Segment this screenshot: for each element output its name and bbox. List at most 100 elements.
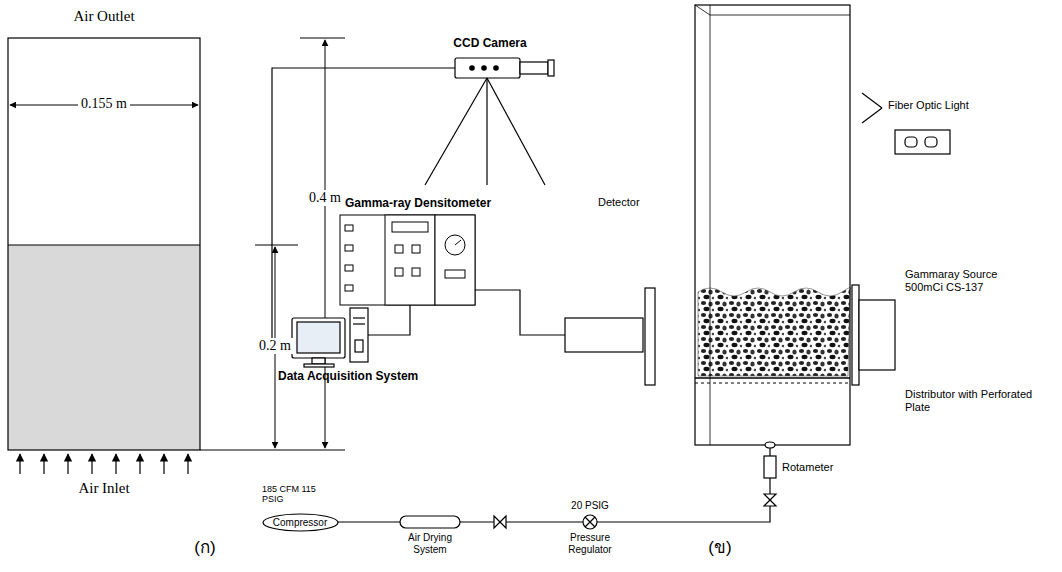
ccd-camera-part xyxy=(486,78,487,185)
computer-part xyxy=(304,364,334,367)
ccd-camera-part xyxy=(494,66,498,70)
dimension-lines-part xyxy=(200,450,345,451)
column-sketch-part xyxy=(8,38,200,450)
air-supply-pipe-part xyxy=(597,506,770,522)
air-supply-pipe-part xyxy=(494,516,506,528)
part-label: Detector xyxy=(598,196,640,209)
air-supply-pipe-part xyxy=(338,521,400,522)
densitometer-unit-part xyxy=(340,215,475,305)
bed-column-part xyxy=(765,442,775,448)
densitometer-unit-part xyxy=(395,245,403,253)
air-inlet-arrows-part xyxy=(91,454,92,474)
computer xyxy=(292,308,368,367)
bed-column-part xyxy=(695,5,850,445)
dimension-label: 0.4 m xyxy=(306,190,344,206)
air-inlet-arrows-part xyxy=(187,454,188,474)
air-inlet-arrows-part xyxy=(19,454,20,474)
dimension-label: 0.155 m xyxy=(78,96,130,112)
ccd-camera-part xyxy=(470,66,474,70)
detector-part xyxy=(565,318,643,352)
caption-text: Air Outlet xyxy=(73,8,134,25)
air-inlet-arrows-part xyxy=(115,454,116,474)
air-inlet-arrows-part xyxy=(43,454,44,474)
gamma-source xyxy=(852,285,895,385)
part-label: Gammaray Source 500mCi CS-137 xyxy=(905,268,1017,293)
column-sketch xyxy=(8,38,200,450)
ccd-camera-part xyxy=(548,60,554,76)
ccd-camera-part xyxy=(455,58,520,78)
computer-part xyxy=(355,340,363,352)
air-supply-pipe-part xyxy=(400,516,460,528)
air-supply-pipe xyxy=(338,448,776,529)
bed-column-part xyxy=(710,15,850,16)
bed-column-part xyxy=(695,383,850,384)
detector-part xyxy=(645,288,655,385)
densitometer-unit-part xyxy=(385,215,435,305)
dimension-lines-part xyxy=(325,40,326,448)
computer-part xyxy=(312,358,325,364)
figure-tag: (ก) xyxy=(194,538,215,558)
compressor-ellipse: Compressor xyxy=(262,513,339,532)
air-inlet-arrows xyxy=(20,454,188,474)
densitometer-unit-part xyxy=(412,268,420,276)
densitometer-unit-part xyxy=(445,235,465,255)
densitometer-unit-part xyxy=(412,245,420,253)
ccd-camera-part xyxy=(487,78,545,185)
densitometer-unit-part xyxy=(345,285,353,291)
air-supply-pipe-part xyxy=(769,448,770,456)
dimension-lines-part xyxy=(255,245,298,246)
part-label: Rotameter xyxy=(782,461,833,474)
spec-label: 185 CFM 115 PSIG xyxy=(262,484,322,505)
air-supply-pipe-part xyxy=(769,478,770,494)
fiber-optic-light-part xyxy=(905,137,917,147)
densitometer-unit-part xyxy=(345,265,353,271)
part-label: Data Acquisition System xyxy=(278,370,418,384)
air-supply-pipe-part xyxy=(764,456,776,478)
column-sketch-part xyxy=(8,245,200,450)
part-label: Distributor with Perforated Plate xyxy=(905,388,1035,413)
air-supply-pipe-part xyxy=(583,515,597,529)
bed-column-part xyxy=(695,377,850,379)
signal-cables-part xyxy=(368,305,410,335)
node-label: Compressor xyxy=(262,517,339,528)
spec-label: 20 PSIG xyxy=(571,500,609,512)
dimension-lines-part xyxy=(300,38,345,39)
signal-cables-part xyxy=(475,290,565,335)
part-label: Pressure Regulator xyxy=(554,532,626,555)
computer-part xyxy=(353,317,365,318)
densitometer-unit-part xyxy=(392,222,428,232)
fiber-optic-light-part xyxy=(862,93,882,108)
air-supply-pipe-part xyxy=(585,517,595,527)
ccd-camera xyxy=(425,58,554,185)
part-label: Air Drying System xyxy=(395,532,465,555)
part-label: Gamma-ray Densitometer xyxy=(345,197,491,211)
air-supply-pipe-part xyxy=(460,521,583,522)
computer-part xyxy=(297,322,340,353)
bed-column-part xyxy=(695,5,710,15)
detector xyxy=(565,288,655,385)
densitometer-unit xyxy=(340,215,475,305)
bed-column xyxy=(695,5,851,448)
fiber-optic-light-part xyxy=(925,137,937,147)
densitometer-unit-part xyxy=(455,240,461,245)
air-inlet-arrows-part xyxy=(139,454,140,474)
dimension-lines xyxy=(10,38,345,450)
computer-part xyxy=(292,318,345,358)
gamma-source-part xyxy=(852,285,859,385)
signal-cables xyxy=(272,68,565,340)
bed-column-part xyxy=(698,287,851,376)
dimension-label: 0.2 m xyxy=(256,338,294,354)
bed-column-part xyxy=(710,5,711,445)
part-label: CCD Camera xyxy=(453,37,526,51)
fiber-optic-light-part xyxy=(895,130,950,154)
air-supply-pipe-part xyxy=(764,494,776,506)
caption-text: Air Inlet xyxy=(78,480,129,497)
fiber-optic-light-part xyxy=(862,108,882,123)
column-sketch-part xyxy=(8,245,200,246)
densitometer-unit-part xyxy=(395,268,403,276)
computer-part xyxy=(353,323,365,324)
densitometer-unit-part xyxy=(435,215,475,305)
part-label: Fiber Optic Light xyxy=(888,99,969,112)
